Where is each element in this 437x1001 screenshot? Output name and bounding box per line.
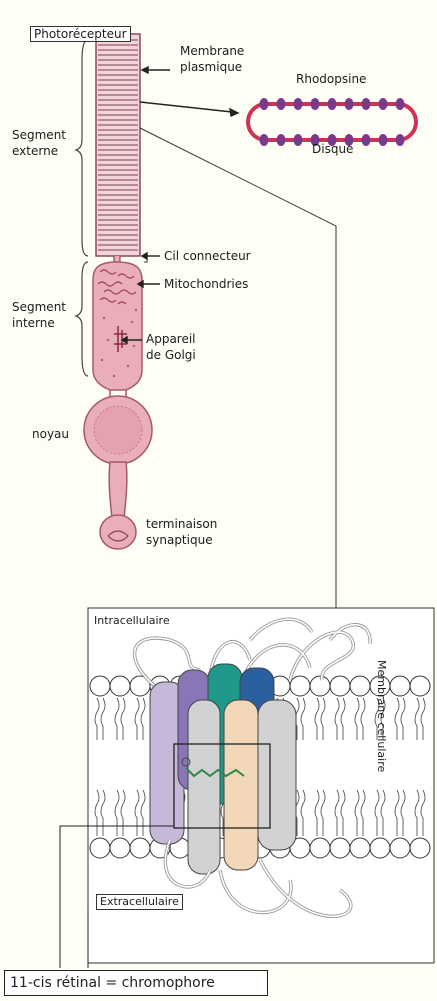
connecting-cilium	[114, 256, 120, 262]
intracellular-label: Intracellulaire	[94, 614, 170, 628]
rhodopsin-molecule	[396, 98, 405, 110]
rhodopsin-molecule	[260, 134, 269, 146]
rhodopsin-label: Rhodopsine	[296, 72, 366, 86]
synaptic-label-1: terminaison	[146, 517, 217, 531]
rhodopsin-molecule	[345, 98, 354, 110]
rhodopsin-molecule	[379, 98, 388, 110]
extracellular-label: Extracellulaire	[96, 894, 183, 910]
golgi-label-2: de Golgi	[146, 348, 196, 362]
rhodopsin-molecule	[294, 134, 303, 146]
outer-segment-label-2: externe	[12, 144, 58, 158]
rhodopsin-molecule	[396, 134, 405, 146]
outer-segment-label-1: Segment	[12, 128, 66, 142]
golgi-label-1: Appareil	[146, 332, 196, 346]
disc-with-rhodopsin	[248, 98, 416, 146]
inner-segment-label-2: interne	[12, 316, 55, 330]
inner-segment-label-1: Segment	[12, 300, 66, 314]
helix-peach	[224, 700, 258, 870]
rhodopsin-molecule	[277, 98, 286, 110]
membrane-label-1: Membrane	[180, 44, 244, 58]
disc-zoom-arrow	[140, 102, 232, 112]
helix-grey	[188, 700, 220, 874]
photoreceptor-title: Photorécepteur	[30, 26, 131, 42]
synaptic-label-2: synaptique	[146, 533, 213, 547]
rhodopsin-molecule	[311, 98, 320, 110]
rhodopsin-molecule	[260, 98, 269, 110]
rhodopsin-molecule	[294, 98, 303, 110]
outer-segment-brace	[76, 40, 88, 256]
axon	[109, 462, 127, 518]
rhodopsin-molecule	[277, 134, 286, 146]
chromophore-caption: 11-cis rétinal = chromophore	[4, 970, 268, 996]
disc-label: Disque	[312, 142, 353, 156]
rhodopsin-molecule	[379, 134, 388, 146]
outer-segment	[96, 34, 140, 256]
nucleus-chromatin	[94, 406, 142, 454]
nucleus-label: noyau	[32, 427, 69, 441]
synaptic-terminal	[100, 515, 136, 549]
cell-membrane-label: Membrane cellulaire	[374, 660, 388, 772]
inner-segment-brace	[76, 262, 88, 376]
cilium-label: Cil connecteur	[164, 249, 251, 263]
rhodopsin-molecule	[362, 134, 371, 146]
mitochondria-label: Mitochondries	[164, 277, 248, 291]
rhodopsin-molecule	[362, 98, 371, 110]
membrane-label-2: plasmique	[180, 60, 242, 74]
rhodopsin-molecule	[328, 98, 337, 110]
